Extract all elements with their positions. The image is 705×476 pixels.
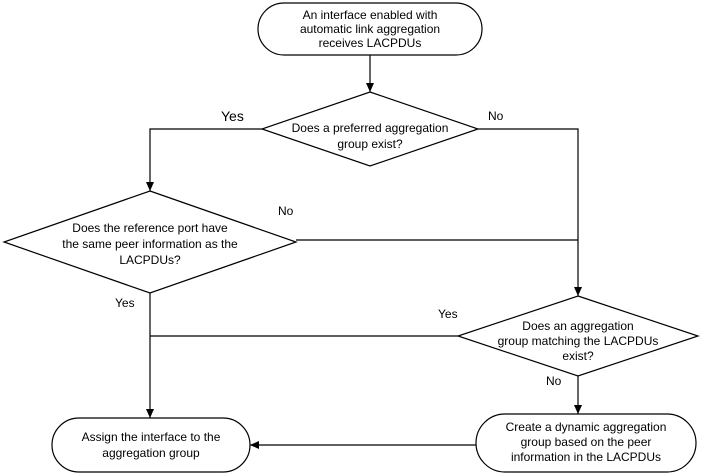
edge-preferred-yes: [146, 128, 262, 191]
label-preferred-no: No: [488, 109, 504, 123]
label-matching-yes: Yes: [438, 307, 458, 321]
decision-reference-line-3: LACPDUs?: [119, 253, 181, 267]
assign-line-1: Assign the interface to the: [82, 430, 221, 444]
label-matching-no: No: [546, 374, 562, 388]
decision-preferred-group: Does a preferred aggregation group exist…: [260, 91, 480, 167]
label-reference-yes: Yes: [115, 296, 135, 310]
decision-matching-line-3: exist?: [562, 349, 594, 363]
decision-reference-line-2: the same peer information as the: [62, 237, 238, 251]
decision-matching-line-2: group matching the LACPDUs: [498, 334, 659, 348]
create-line-3: information in the LACPDUs: [511, 450, 661, 464]
decision-preferred-line-1: Does a preferred aggregation: [292, 121, 449, 135]
decision-matching-group: Does an aggregation group matching the L…: [456, 295, 700, 377]
decision-reference-line-1: Does the reference port have: [72, 221, 228, 235]
start-line-3: receives LACPDUs: [319, 36, 422, 50]
label-reference-no: No: [278, 204, 294, 218]
start-line-2: automatic link aggregation: [300, 22, 440, 36]
start-line-1: An interface enabled with: [303, 8, 438, 22]
label-preferred-yes: Yes: [221, 108, 244, 124]
edge-preferred-no: [478, 128, 582, 296]
start-terminator: An interface enabled with automatic link…: [257, 2, 483, 56]
assign-line-2: aggregation group: [102, 446, 200, 460]
create-line-1: Create a dynamic aggregation: [506, 420, 667, 434]
create-line-2: group based on the peer: [521, 435, 652, 449]
decision-matching-line-1: Does an aggregation: [522, 319, 633, 333]
decision-preferred-line-2: group exist?: [337, 137, 403, 151]
assign-terminator: Assign the interface to the aggregation …: [51, 417, 251, 473]
decision-reference-port: Does the reference port have the same pe…: [2, 190, 298, 294]
create-dynamic-group: Create a dynamic aggregation group based…: [475, 413, 697, 473]
